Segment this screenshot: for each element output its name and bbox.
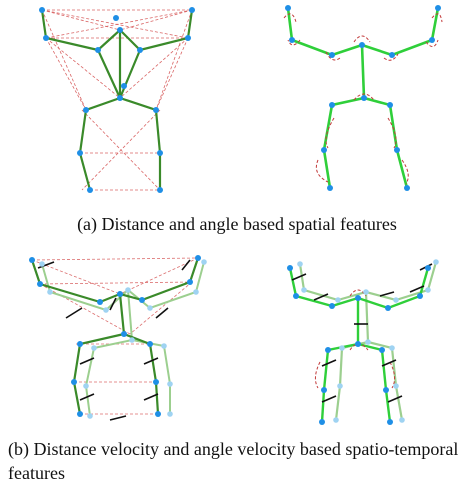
- panel-b-angle-velocity-skeleton: [287, 259, 439, 425]
- joints: [29, 255, 201, 417]
- joints: [39, 7, 195, 193]
- joints-faded: [39, 259, 207, 419]
- panel-b-distance-velocity-skeleton: [29, 255, 207, 421]
- velocity-arrows: [291, 263, 433, 403]
- angle-arcs: [283, 13, 443, 185]
- velocity-arrows: [37, 259, 191, 421]
- caption-panel-b: (b) Distance velocity and angle velocity…: [8, 439, 459, 483]
- distance-lines: [31, 257, 199, 415]
- bones: [30, 256, 200, 416]
- distance-lines: [41, 9, 193, 191]
- caption-panel-a: (a) Distance and angle based spatial fea…: [77, 214, 397, 234]
- joints: [285, 5, 441, 191]
- panel-a-distance-skeleton: [39, 7, 195, 193]
- joints-faded: [297, 259, 439, 423]
- bones: [40, 8, 194, 192]
- panel-a-angle-skeleton: [283, 5, 443, 191]
- joints: [287, 265, 431, 425]
